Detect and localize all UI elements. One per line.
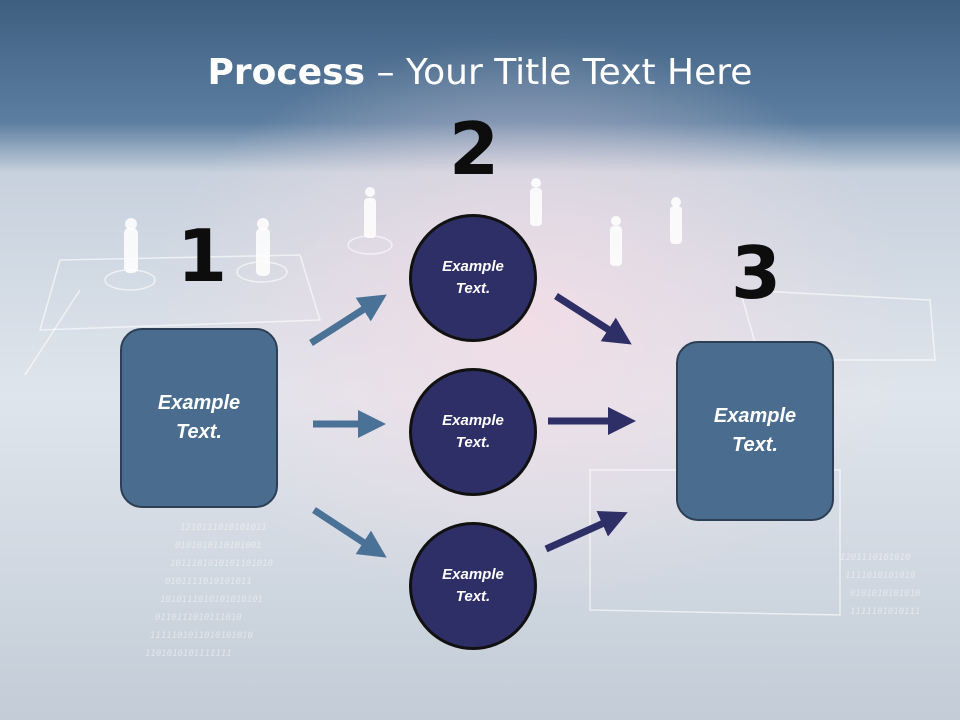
circle-top: Example Text.	[409, 214, 537, 342]
svg-text:0101010110101001: 0101010110101001	[175, 541, 262, 551]
title-rest: – Your Title Text Here	[365, 52, 753, 93]
svg-text:1201110101010: 1201110101010	[840, 553, 910, 563]
left-box: Example Text.	[120, 328, 278, 508]
right-box: Example Text.	[676, 341, 834, 521]
left-box-line2: Text.	[176, 421, 222, 443]
arrow-right-down	[554, 293, 632, 345]
circle-bottom-line2: Text.	[455, 588, 491, 605]
circle-bottom-line1: Example	[442, 565, 504, 583]
svg-text:0110111010111010: 0110111010111010	[155, 613, 242, 623]
title-bold: Process	[207, 52, 366, 93]
svg-text:1010111010101010101: 1010111010101010101	[160, 595, 263, 605]
left-box-line1: Example	[157, 392, 241, 414]
svg-text:1210111010101011: 1210111010101011	[180, 523, 267, 533]
svg-text:1101010101111111: 1101010101111111	[145, 649, 232, 659]
circle-middle: Example Text.	[409, 368, 537, 496]
svg-text:1011101010101101010: 1011101010101101010	[170, 559, 273, 569]
circle-bottom: Example Text.	[409, 522, 537, 650]
circle-top-line2: Text.	[455, 280, 491, 297]
arrow-left-up	[309, 294, 387, 346]
step-number-3: 3	[731, 231, 782, 315]
step-number-1: 1	[177, 214, 228, 298]
right-box-line2: Text.	[732, 434, 778, 456]
arrow-left-down	[312, 507, 387, 558]
svg-text:1111101011010101010: 1111101011010101010	[150, 631, 253, 641]
circle-top-line1: Example	[442, 257, 504, 275]
svg-text:1111101010111: 1111101010111	[850, 607, 920, 617]
svg-text:0101111010101011: 0101111010101011	[165, 577, 252, 587]
step-number-2: 2	[449, 107, 500, 191]
arrow-right-up	[544, 510, 628, 553]
svg-text:0101010101010: 0101010101010	[850, 589, 920, 599]
svg-text:1111010101010: 1111010101010	[845, 571, 915, 581]
slide-title: Process – Your Title Text Here	[0, 52, 960, 93]
circle-middle-line2: Text.	[455, 434, 491, 451]
right-box-line1: Example	[713, 405, 797, 427]
circle-middle-line1: Example	[442, 411, 504, 429]
